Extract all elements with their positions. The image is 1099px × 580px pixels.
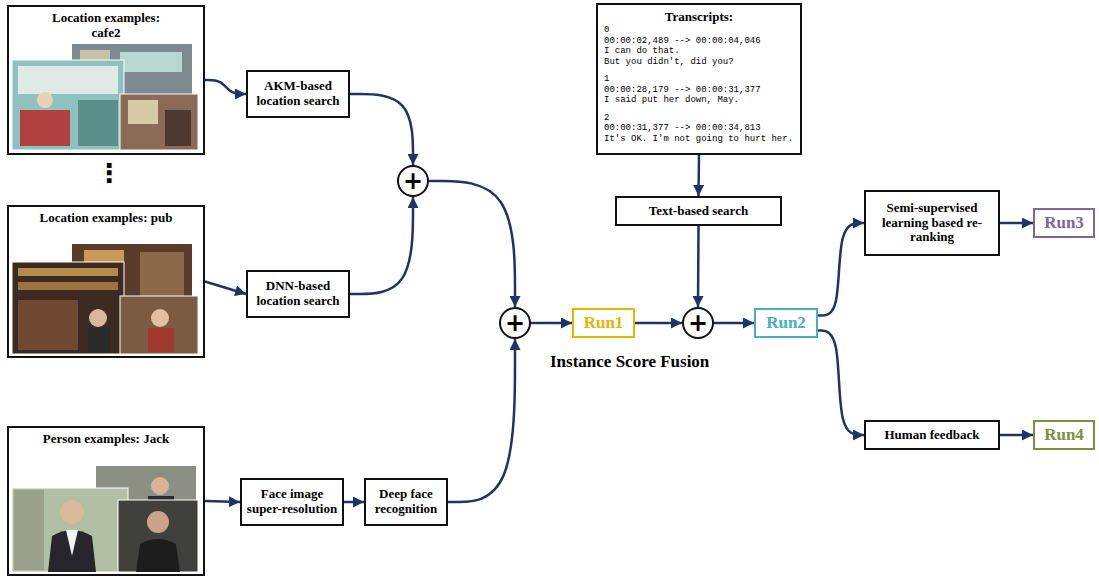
run-box: Run4	[1033, 420, 1095, 450]
flow-arrow	[1000, 222, 1033, 225]
process-box: DNN-based location search	[246, 270, 350, 318]
stage-caption: Instance Score Fusion	[548, 352, 711, 372]
fusion-circle: +	[499, 307, 531, 339]
photo-detail	[48, 530, 96, 572]
flow-arrow	[429, 181, 515, 307]
transcript-line: 1	[604, 74, 794, 85]
fusion-symbol: +	[403, 169, 423, 193]
panel-title: Location examples: pub	[40, 211, 173, 226]
fusion-circle: +	[682, 307, 714, 339]
flow-arrow	[818, 331, 864, 436]
photo-detail	[165, 110, 191, 146]
photo-detail	[89, 309, 107, 327]
photo-detail	[18, 282, 118, 290]
example-panel: Location examples: pub	[7, 205, 205, 358]
node-label: Text-based search	[649, 204, 748, 219]
photo	[120, 296, 198, 354]
run-box: Run2	[754, 308, 818, 338]
run-label: Run2	[766, 313, 806, 333]
node-label: Human feedback	[885, 428, 980, 443]
process-box: Deep face recognition	[364, 478, 448, 526]
photo-detail	[136, 539, 180, 572]
photo	[120, 94, 198, 150]
process-box: Face image super-resolution	[240, 478, 344, 526]
flow-arrow	[350, 94, 413, 165]
photo-detail	[66, 530, 78, 556]
photo-detail	[140, 252, 184, 296]
photo-detail	[18, 66, 118, 94]
transcript-line: 00:00:02,489 --> 00:00:04,046	[604, 36, 794, 47]
flow-arrow	[531, 322, 572, 325]
photo-detail	[14, 490, 44, 570]
transcript-line: 0	[604, 25, 794, 36]
process-box: Human feedback	[864, 420, 1000, 450]
flow-arrow	[697, 226, 700, 307]
photo-detail	[128, 100, 158, 124]
photo-detail	[88, 328, 110, 352]
fusion-symbol: +	[505, 311, 525, 335]
photo-detail	[151, 477, 169, 495]
run-label: Run4	[1044, 425, 1084, 445]
run-label: Run1	[584, 313, 624, 333]
flow-arrow	[350, 197, 413, 294]
photo-detail	[60, 500, 84, 524]
node-label: Deep face recognition	[370, 487, 442, 517]
photo-detail	[78, 100, 118, 146]
example-panel: Person examples: Jack	[7, 426, 205, 576]
panel-title: Person examples: Jack	[43, 432, 169, 447]
run-box: Run3	[1033, 208, 1095, 238]
transcript-line: I said put her down, May.	[604, 95, 794, 106]
process-box: Semi-supervised learning based re-rankin…	[864, 190, 1000, 256]
flow-arrow	[818, 223, 864, 316]
run-box: Run1	[572, 308, 635, 338]
transcript-line: 00:00:28,179 --> 00:00:31,377	[604, 85, 794, 96]
process-box: AKM-based location search	[246, 70, 350, 118]
photo	[12, 262, 124, 354]
fusion-symbol: +	[688, 311, 708, 335]
photo	[118, 500, 198, 572]
photo	[12, 488, 128, 572]
flow-arrow	[205, 501, 240, 502]
node-label: AKM-based location search	[252, 79, 344, 109]
example-panel: Location examples: cafe2	[7, 5, 205, 155]
flow-arrow	[205, 80, 246, 94]
transcript-line: But you didn't, did you?	[604, 57, 794, 68]
transcript-line: 00:00:31,377 --> 00:00:34,813	[604, 123, 794, 134]
flow-arrow	[448, 339, 515, 502]
transcript-box: Transcripts:000:00:02,489 --> 00:00:04,0…	[596, 3, 802, 155]
photo-detail	[120, 52, 182, 72]
flow-arrow	[205, 282, 246, 295]
process-box: Text-based search	[615, 196, 782, 226]
transcript-line: 2	[604, 113, 794, 124]
flow-arrow	[635, 322, 682, 325]
fusion-circle: +	[397, 165, 429, 197]
flow-arrow	[697, 155, 700, 196]
photo-detail	[20, 110, 70, 146]
node-label: Face image super-resolution	[246, 487, 338, 517]
transcript-heading: Transcripts:	[604, 9, 794, 25]
flow-arrow	[344, 501, 364, 504]
photo-detail	[147, 511, 169, 533]
flow-arrow	[714, 322, 754, 325]
node-label: Semi-supervised learning based re-rankin…	[870, 201, 994, 246]
panel-title: Location examples: cafe2	[36, 11, 176, 41]
node-label: DNN-based location search	[252, 279, 344, 309]
transcript-line: I can do that.	[604, 46, 794, 57]
ellipsis-mark: ⋮	[96, 160, 122, 186]
photo-detail	[18, 268, 118, 276]
run-label: Run3	[1044, 213, 1084, 233]
photo-detail	[37, 92, 53, 108]
photo-detail	[151, 309, 169, 327]
flow-arrow	[1000, 434, 1033, 437]
photo	[12, 60, 124, 150]
transcript-line: It's OK. I'm not going to hurt her.	[604, 134, 794, 145]
photo-detail	[148, 328, 174, 352]
photo-detail	[18, 300, 78, 350]
